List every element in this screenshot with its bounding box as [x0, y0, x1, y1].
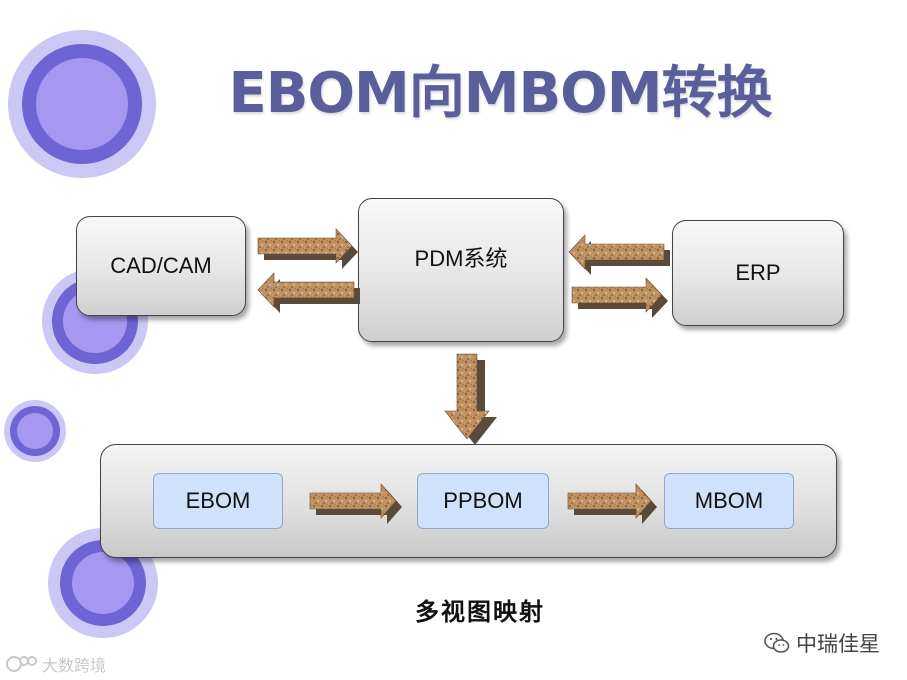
cad-cam-box: CAD/CAM: [76, 216, 246, 316]
erp-box: ERP: [672, 220, 844, 326]
ppbom-label: PPBOM: [443, 488, 523, 513]
pdm-label: PDM系统: [414, 246, 508, 271]
wechat-icon: [764, 632, 790, 653]
arrow-erp-to-pdm: [568, 234, 670, 275]
arrow-pdm-to-bom: [444, 353, 497, 445]
ebom-box: EBOM: [153, 473, 283, 529]
decor-circle-large-core: [36, 58, 128, 150]
ppbom-box: PPBOM: [417, 473, 549, 529]
watermark-right-text: 中瑞佳星: [796, 633, 880, 656]
arrow-pdm-to-erp: [571, 277, 668, 318]
mbom-label: MBOM: [694, 488, 764, 513]
watermark-left-text: 大数跨境: [42, 658, 107, 675]
slide-title: EBOM向MBOM转换: [228, 61, 772, 126]
mbom-box: MBOM: [664, 473, 794, 529]
arrow-pdm-to-cad: [257, 272, 360, 313]
watermark-right: 中瑞佳星: [764, 628, 880, 658]
ebom-label: EBOM: [185, 488, 251, 513]
watermark-logo-icon: [6, 656, 37, 672]
diagram-caption: 多视图映射: [415, 597, 545, 626]
arrow-ebom-to-ppbom: [309, 483, 402, 524]
watermark-left: 大数跨境: [6, 652, 106, 676]
pdm-box: PDM系统: [358, 198, 564, 342]
cad-cam-label: CAD/CAM: [110, 253, 212, 278]
decor-circle-small-core: [17, 413, 53, 449]
arrow-ppbom-to-mbom: [567, 483, 657, 524]
decor-circle-bottom-core: [72, 552, 134, 614]
arrow-cad-to-pdm: [257, 228, 358, 269]
erp-label: ERP: [735, 260, 781, 285]
